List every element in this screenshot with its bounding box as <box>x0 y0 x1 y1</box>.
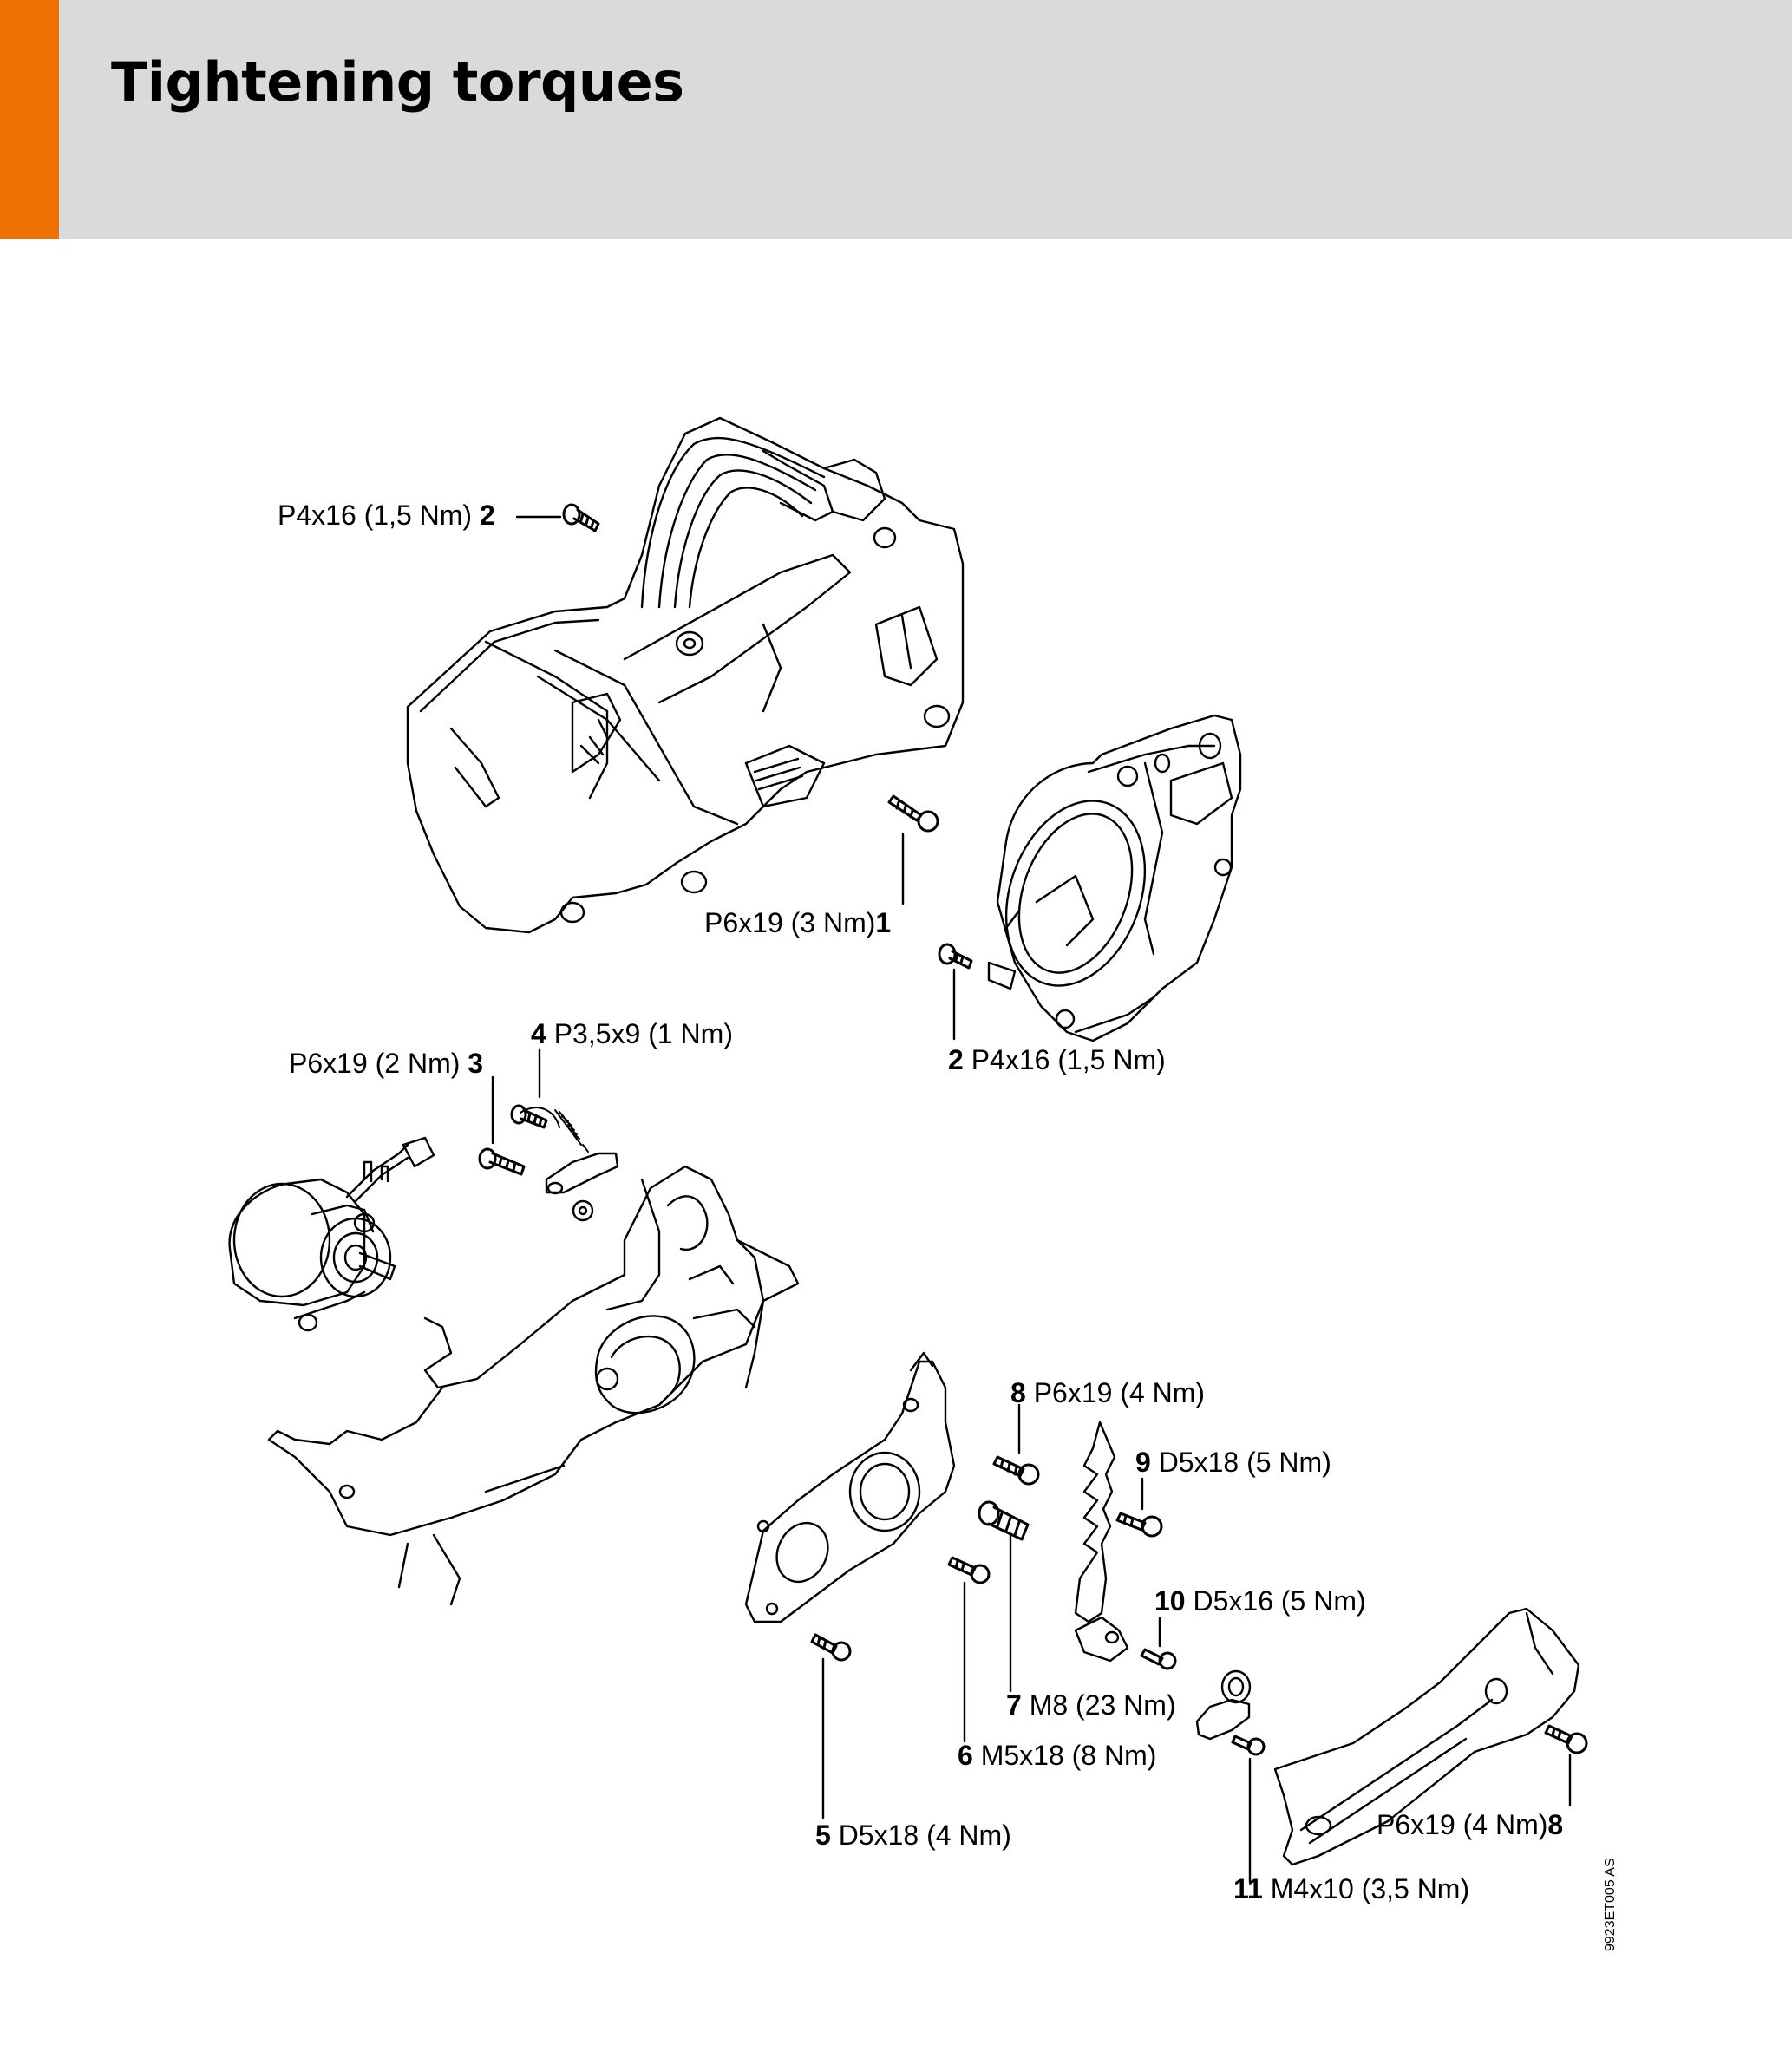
screw-8-lower <box>1544 1724 1588 1754</box>
callout-number: 2 <box>948 1044 964 1075</box>
screw-11 <box>1231 1735 1266 1756</box>
muffler-plate-drawing <box>744 1351 956 1623</box>
callout-c3: P6x19 (2 Nm) 3 <box>289 1049 483 1077</box>
callout-c1: P6x19 (3 Nm)1 <box>704 909 891 937</box>
screw-6 <box>947 1556 991 1584</box>
callout-number: 7 <box>1006 1689 1022 1721</box>
callout-number: 8 <box>1010 1377 1026 1408</box>
callout-c11: 11 M4x10 (3,5 Nm) <box>1233 1875 1469 1903</box>
diagram-artwork <box>228 416 1588 1884</box>
callout-number: 1 <box>875 907 892 938</box>
callout-number: 6 <box>958 1740 973 1771</box>
fan-housing-drawing <box>987 714 1242 1042</box>
callout-c9: 9 D5x18 (5 Nm) <box>1135 1448 1331 1476</box>
screw-9 <box>1115 1512 1163 1538</box>
callout-number: 11 <box>1233 1873 1263 1904</box>
screw-5 <box>810 1633 852 1662</box>
callout-spec: M8 (23 Nm) <box>1029 1689 1176 1721</box>
callout-spec: D5x16 (5 Nm) <box>1193 1585 1366 1617</box>
screw-1 <box>887 794 939 833</box>
spiked-bumper-drawing <box>1074 1421 1129 1663</box>
spring <box>520 1107 589 1153</box>
callout-spec: P3,5x9 (1 Nm) <box>553 1018 733 1049</box>
screw-8-upper <box>992 1455 1040 1486</box>
screw-3 <box>478 1147 526 1176</box>
callout-number: 3 <box>468 1048 484 1079</box>
callout-c8b: P6x19 (4 Nm)8 <box>1377 1811 1563 1839</box>
callout-number: 10 <box>1154 1585 1186 1617</box>
exploded-diagram: P4x16 (1,5 Nm) 2 P6x19 (3 Nm)1 2 P4x16 (… <box>0 239 1792 2071</box>
callout-number: 8 <box>1547 1809 1564 1840</box>
figure-code: 9923ET005 AS <box>1603 1858 1618 1951</box>
crankcase-housing-drawing <box>267 1165 800 1606</box>
screw-2-fan <box>938 943 973 970</box>
chain-catcher-drawing <box>1195 1669 1252 1741</box>
stud-7 <box>978 1500 1030 1541</box>
callout-spec: P6x19 (4 Nm) <box>1377 1809 1548 1840</box>
page-header: Tightening torques <box>0 0 1792 239</box>
screw-10 <box>1140 1648 1177 1670</box>
callout-spec: P6x19 (4 Nm) <box>1033 1377 1206 1408</box>
callout-number: 2 <box>479 500 495 531</box>
ignition-module-drawing <box>228 1136 435 1332</box>
callout-number: 4 <box>531 1018 546 1049</box>
callout-spec: D5x18 (4 Nm) <box>838 1819 1011 1851</box>
callout-spec: M4x10 (3,5 Nm) <box>1270 1873 1470 1904</box>
screw-2-top <box>562 503 600 532</box>
callout-spec: P4x16 (1,5 Nm) <box>971 1044 1166 1075</box>
handle-housing-drawing <box>406 416 965 934</box>
callout-c6: 6 M5x18 (8 Nm) <box>958 1741 1156 1769</box>
callout-c2b: 2 P4x16 (1,5 Nm) <box>948 1046 1166 1074</box>
callout-c7: 7 M8 (23 Nm) <box>1006 1691 1176 1719</box>
screw-4 <box>510 1104 548 1129</box>
callout-number: 9 <box>1135 1447 1151 1478</box>
callout-number: 5 <box>815 1819 831 1851</box>
callout-c8a: 8 P6x19 (4 Nm) <box>1010 1379 1205 1407</box>
callout-spec: P4x16 (1,5 Nm) <box>278 500 473 531</box>
callout-c4: 4 P3,5x9 (1 Nm) <box>531 1020 733 1048</box>
callout-spec: P6x19 (2 Nm) <box>289 1048 461 1079</box>
callout-c2a: P4x16 (1,5 Nm) 2 <box>278 501 495 529</box>
page-title: Tightening torques <box>111 50 684 114</box>
callout-spec: D5x18 (5 Nm) <box>1158 1447 1331 1478</box>
callout-spec: P6x19 (3 Nm) <box>704 907 876 938</box>
lever-and-washer <box>545 1152 619 1222</box>
callout-c5: 5 D5x18 (4 Nm) <box>815 1821 1011 1849</box>
header-accent-bar <box>0 0 59 239</box>
callout-spec: M5x18 (8 Nm) <box>980 1740 1157 1771</box>
callout-c10: 10 D5x16 (5 Nm) <box>1154 1587 1366 1615</box>
rear-handle-guard-drawing <box>1273 1607 1580 1866</box>
